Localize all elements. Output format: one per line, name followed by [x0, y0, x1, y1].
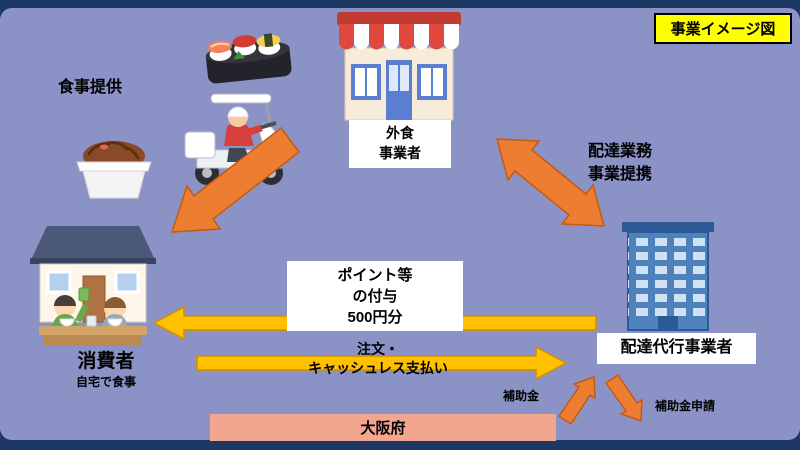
restaurant-label-box: 外食 事業者	[349, 120, 451, 168]
osaka-label: 大阪府	[360, 420, 406, 437]
partnership-label-line1: 配達業務	[588, 143, 653, 160]
office-building-icon	[622, 222, 714, 331]
osaka-prefecture-box: 大阪府	[210, 414, 556, 441]
subsidy-application-label: 補助金申請	[655, 399, 716, 413]
points-line1: ポイント等	[337, 266, 413, 284]
restaurant-building-icon	[337, 12, 461, 121]
points-line3: 500円分	[347, 308, 403, 326]
delivery-scooter-icon	[184, 93, 283, 185]
restaurant-label-line1: 外食	[386, 125, 414, 142]
partnership-label-line2: 事業提携	[588, 166, 653, 184]
order-payment-label: 注文・ キャッシュレス支払い	[268, 340, 488, 378]
diagram-title: 事業イメージ図	[670, 21, 776, 38]
order-label-line1: 注文・	[357, 341, 399, 357]
sushi-pack-icon	[205, 33, 292, 84]
order-label-line2: キャッシュレス支払い	[308, 359, 448, 376]
delivery-agent-label: 配達代行事業者	[620, 339, 733, 357]
restaurant-label-line2: 事業者	[379, 145, 421, 161]
subsidy-label: 補助金	[503, 389, 540, 403]
consumer-note: 自宅で食事	[75, 374, 136, 389]
points-line2: の付与	[352, 287, 398, 305]
points-grant-box: ポイント等 の付与 500円分	[287, 261, 463, 331]
partnership-label: 配達業務 事業提携	[588, 140, 652, 186]
delivery-agent-box: 配達代行事業者	[597, 333, 756, 364]
beef-bowl-icon	[76, 141, 152, 199]
consumer-name: 消費者	[77, 351, 135, 372]
diagram-title-badge: 事業イメージ図	[654, 13, 792, 44]
consumer-house-icon	[30, 226, 156, 346]
meal-provision-label: 食事提供	[58, 79, 123, 96]
consumer-label: 消費者 自宅で食事	[40, 350, 172, 390]
